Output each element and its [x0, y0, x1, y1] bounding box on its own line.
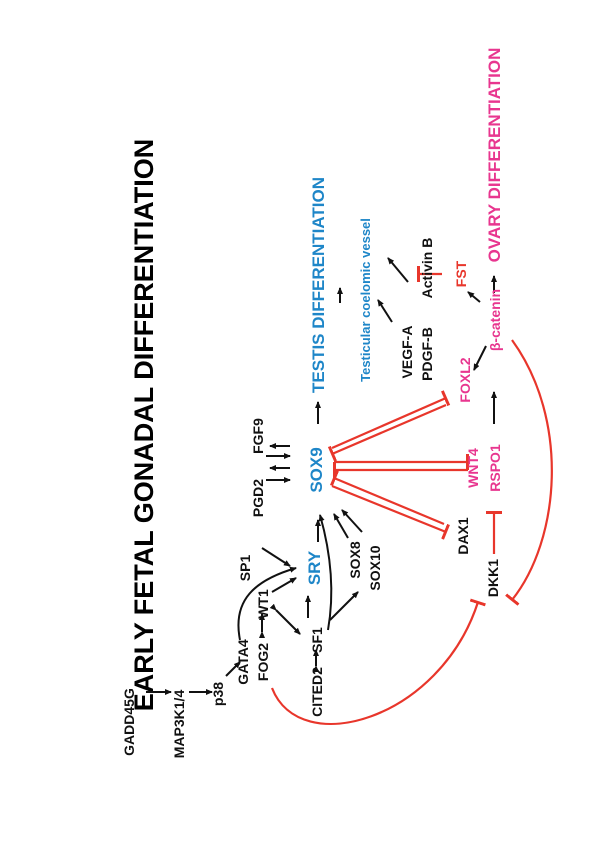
node-foxl2: FOXL2 — [457, 357, 473, 402]
node-sry: SRY — [305, 550, 324, 585]
inhibition-arrows — [270, 266, 553, 725]
node-p38: p38 — [210, 682, 226, 706]
node-wnt4: WNT4 — [465, 448, 481, 488]
node-rspo1: RSPO1 — [487, 444, 503, 492]
node-beta-catenin: β-catenin — [487, 289, 503, 351]
node-vegfa: VEGF-A — [399, 326, 415, 379]
arrow-sp1-sry — [261, 547, 291, 567]
node-pgd2: PGD2 — [250, 479, 266, 517]
inhibit-sox9-dax1 — [331, 484, 450, 540]
node-sf1: SF1 — [309, 627, 325, 653]
node-fgf9: FGF9 — [250, 418, 266, 454]
arrow-sf1-sox8 — [329, 591, 359, 621]
inhibit-foxl2-sox9 — [327, 403, 447, 462]
outcome-ovary: OVARY DIFFERENTIATION — [485, 48, 504, 263]
arrow-p38-gata4 — [225, 661, 241, 677]
outcomes: TESTIS DIFFERENTIATION OVARY DIFFERENTIA… — [309, 48, 504, 393]
node-fst: FST — [453, 260, 469, 287]
activation-arrows — [146, 257, 497, 695]
inhibit-fog2-dkk1 — [270, 598, 486, 725]
node-sox8: SOX8 — [347, 541, 363, 579]
inhibit-dax1-sox9 — [329, 470, 445, 526]
node-gata4: GATA4 — [235, 639, 251, 685]
arrow-sf1-sox9 — [318, 514, 333, 631]
node-fog2: FOG2 — [255, 643, 271, 681]
node-sp1: SP1 — [237, 555, 253, 582]
node-pdgfb: PDGF-B — [419, 327, 435, 381]
diagram-title: EARLY FETAL GONADAL DIFFERENTIATION — [129, 139, 159, 712]
node-sox10: SOX10 — [367, 545, 383, 590]
node-map3k: MAP3K1/4 — [171, 690, 187, 759]
arrow-sox8-sox9 — [333, 513, 349, 539]
node-labels: GADD45G MAP3K1/4 p38 GATA4 FOG2 WT1 CITE… — [121, 218, 503, 758]
outcome-testis: TESTIS DIFFERENTIATION — [309, 177, 328, 393]
node-dkk1: DKK1 — [485, 559, 501, 597]
arrow-wt1-sry — [271, 577, 297, 593]
node-cited2: CITED2 — [309, 667, 325, 717]
node-activinb: Activin B — [419, 238, 435, 299]
arrow-activin-vessel — [387, 257, 409, 283]
arrow-wt1-sf1 — [269, 603, 301, 635]
node-sox9: SOX9 — [307, 447, 326, 492]
node-dax1: DAX1 — [455, 517, 471, 555]
inhibit-catenin-dkk1 — [505, 339, 553, 606]
node-vessel: Testicular coelomic vessel — [358, 218, 373, 382]
arrow-catenin-fst — [467, 291, 481, 303]
node-wt1: WT1 — [255, 589, 271, 619]
inhibit-sox9-foxl2 — [331, 390, 451, 450]
node-gadd45g: GADD45G — [121, 688, 137, 756]
arrow-vegfa-vessel — [377, 299, 393, 323]
arrow-sox10-sox9 — [341, 509, 363, 533]
arrow-gata4-sry — [237, 566, 297, 641]
arrow-catenin-foxl2 — [473, 345, 487, 371]
